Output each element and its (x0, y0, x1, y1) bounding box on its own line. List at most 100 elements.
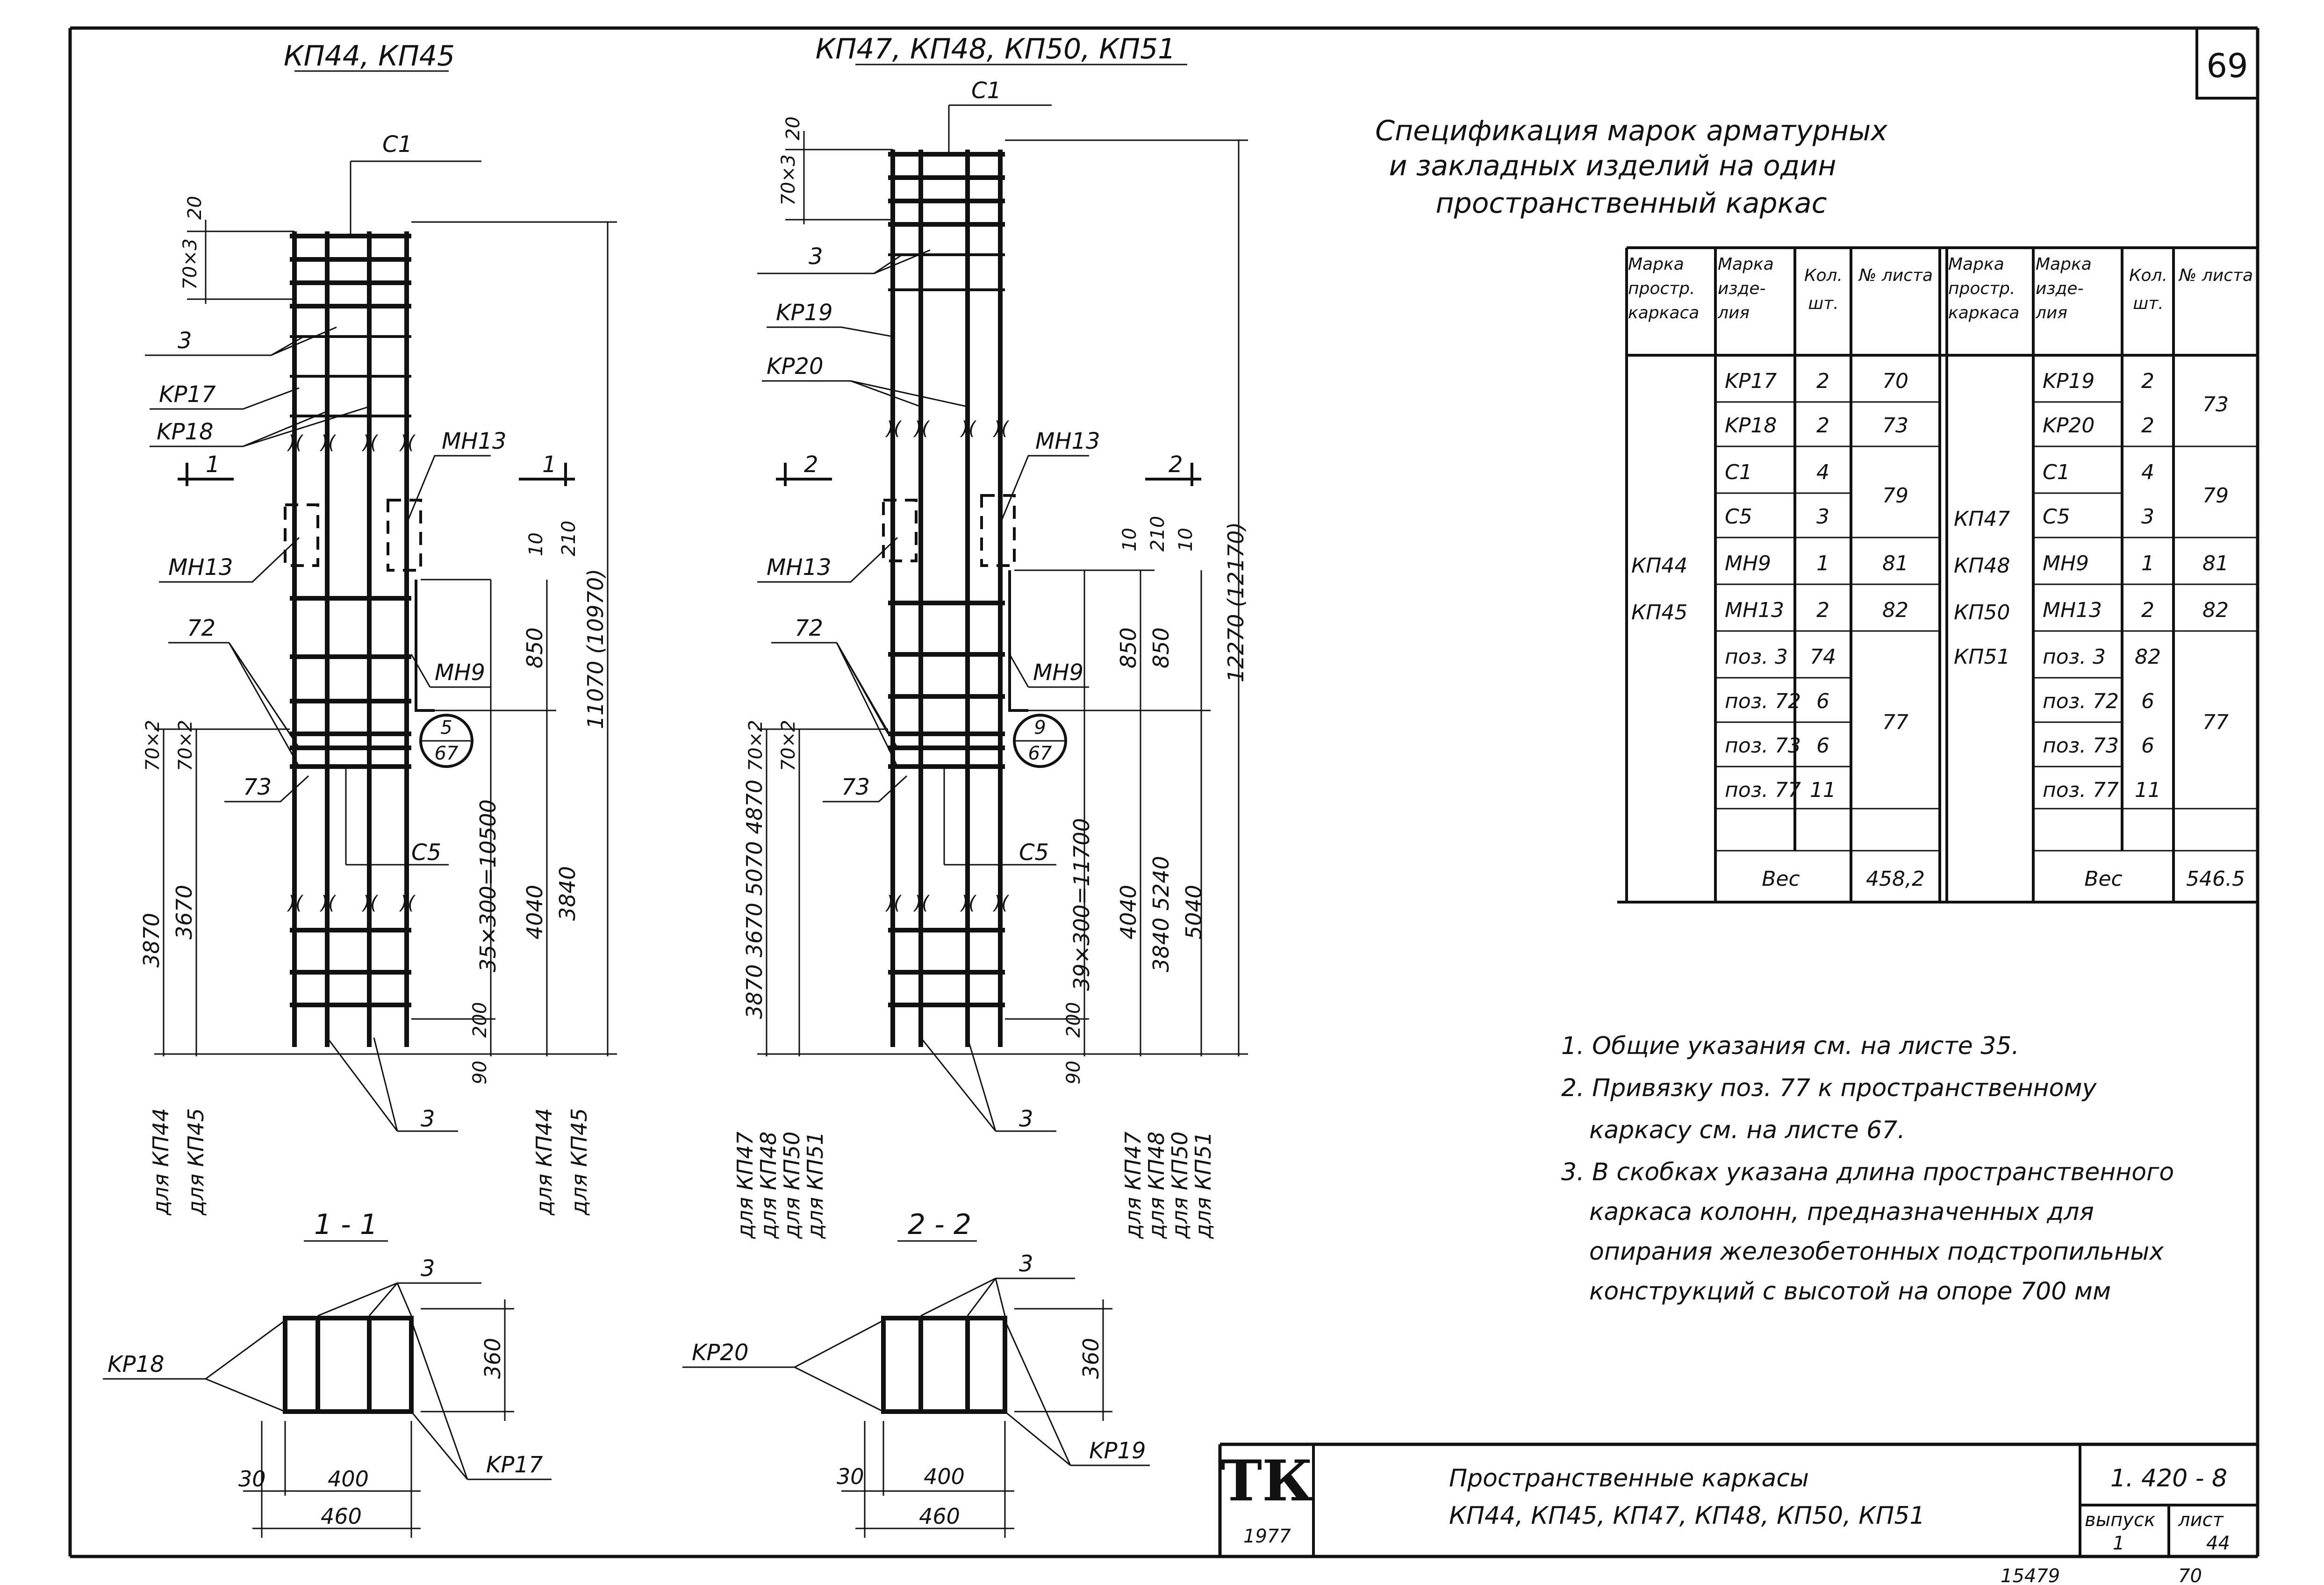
dim-4040-r: 4040 (1116, 885, 1141, 940)
dim-4040: 4040 (522, 885, 547, 940)
section-2-right: KP19 (1089, 1438, 1146, 1464)
label-kr19: KP19 (776, 300, 833, 326)
section-2-d460: 460 (919, 1504, 960, 1529)
label-c5-r: C5 (1019, 839, 1049, 866)
g1-row-3-item: C1 (1725, 460, 1752, 484)
label-c1: C1 (382, 131, 412, 158)
hdr-item-2: Марка изде- лия (2036, 255, 2092, 323)
g2-row-7-sheet: 77 (2202, 710, 2229, 734)
hdr-frame-2: Марка простр. каркаса (1948, 255, 2020, 323)
label-c5: C5 (411, 839, 441, 866)
dim-3670: 3670 (172, 885, 197, 940)
under-label-1: для КП44 (148, 1108, 173, 1216)
dim-850b-r: 850 (1148, 627, 1174, 668)
section-1-left: KP18 (108, 1351, 165, 1377)
label-mn13-right: MH13 (442, 428, 507, 454)
label-mn9-r: MH9 (1033, 660, 1083, 686)
dim-70x3: 70×3 (179, 238, 201, 290)
under-right-3: для КП50 (1167, 1132, 1192, 1239)
label-c1-r: C1 (971, 78, 1001, 104)
svg-text:)(: )( (913, 892, 930, 914)
g2-row-6-item: MH13 (2043, 598, 2102, 622)
svg-text:)(: )( (992, 892, 1010, 914)
hdr-sheet-2: № листа (2179, 266, 2253, 285)
cut-mark-right: 1 (542, 452, 557, 478)
spec-title-1: Спецификация марок арматурных (1375, 115, 1887, 147)
label-mn13-left: MH13 (168, 554, 233, 581)
g2-row-4-qty: 3 (2141, 505, 2154, 529)
under-left-2: для КП48 (756, 1132, 781, 1239)
dim-70x2-a: 70×2 (142, 720, 164, 771)
label-mn13-right-r: MH13 (1035, 428, 1100, 454)
g1-row-2-item: KP18 (1725, 414, 1777, 437)
under-right-4: для КП51 (1191, 1132, 1216, 1239)
svg-text:)(: )( (287, 432, 304, 453)
title-block: ТК 1977 Пространственные каркасы КП44, К… (1218, 1442, 2258, 1556)
g1-row-8-qty: 6 (1816, 689, 1829, 713)
g1-row-6-item: MH13 (1725, 598, 1784, 622)
dim-35x300: 35×300=10500 (475, 799, 501, 972)
under-right-1: для КП47 (1120, 1132, 1146, 1239)
dim-90: 90 (469, 1061, 491, 1084)
bottom-stamp: 15479 (2001, 1565, 2060, 1585)
g2-row-8-item: поз. 72 (2043, 689, 2119, 713)
title-line-2: КП44, КП45, КП47, КП48, КП50, КП51 (1449, 1502, 1925, 1530)
dim-200: 200 (469, 1002, 491, 1038)
callout-top: 5 (440, 717, 452, 739)
g2-row-3-qty: 4 (2141, 460, 2154, 484)
g1-row-1-sheet: 70 (1882, 369, 1908, 393)
dim-10a-r: 10 (1119, 528, 1140, 552)
g2-row-5-qty: 1 (2141, 552, 2154, 575)
section-2-d30: 30 (837, 1464, 864, 1489)
hdr-sheet: № листа (1858, 266, 1933, 285)
g2-row-10-item: поз. 77 (2043, 778, 2119, 802)
g1-frame-2: КП45 (1631, 601, 1687, 624)
g1-row-6-qty: 2 (1816, 598, 1829, 622)
g1-row-3-qty: 4 (1816, 460, 1829, 484)
g2-row-9-item: поз. 73 (2043, 734, 2119, 758)
g1-row-5-sheet: 81 (1882, 552, 1908, 575)
section-1-d400: 400 (328, 1466, 369, 1492)
section-1-right: KP17 (486, 1452, 543, 1478)
svg-text:)(: )( (319, 892, 337, 914)
dim-39x300: 39×300=11700 (1069, 818, 1094, 991)
g1-row-6-sheet: 82 (1882, 598, 1908, 622)
hdr-qty-2: Кол. шт. (2129, 266, 2168, 313)
section-1-d460: 460 (321, 1504, 362, 1529)
section-1-top: 3 (421, 1255, 435, 1282)
year: 1977 (1243, 1526, 1291, 1547)
section-2-2: 2 - 2 3 KP20 KP19 360 30 400 460 (682, 1208, 1150, 1538)
issue-label: выпуск (2085, 1509, 2155, 1531)
sheet-value: 44 (2206, 1533, 2230, 1554)
g1-frame-1: КП44 (1631, 554, 1687, 578)
dim-70x2-a-r: 70×2 (745, 720, 767, 771)
g2-row-2-item: KP20 (2043, 414, 2094, 437)
dim-left-stack-r: 3870 3670 5070 4870 (742, 780, 767, 1019)
g2-row-9-qty: 6 (2141, 734, 2154, 758)
note-2a: 2. Привязку поз. 77 к пространственному (1561, 1074, 2097, 1102)
dim-70x2-b-r: 70×2 (778, 720, 799, 771)
svg-text:)(: )( (992, 418, 1010, 439)
svg-text:)(: )( (885, 418, 902, 439)
note-3a: 3. В скобках указана длина пространствен… (1561, 1158, 2174, 1186)
svg-text:)(: )( (319, 432, 337, 453)
hdr-qty: Кол. шт. (1804, 266, 1843, 313)
dim-210: 210 (558, 521, 580, 556)
section-2-left: KP20 (692, 1340, 749, 1366)
g2-frame-4: КП51 (1954, 645, 2010, 669)
section-2-title: 2 - 2 (908, 1208, 971, 1241)
cut-mark-right-r: 2 (1169, 452, 1183, 478)
svg-text:)(: )( (913, 418, 930, 439)
section-1-d360: 360 (480, 1338, 505, 1379)
section-2-top: 3 (1019, 1251, 1033, 1277)
cut-mark-left-r: 2 (804, 452, 818, 478)
dim-210-r: 210 (1147, 516, 1169, 552)
g2-row-3-item: C1 (2043, 460, 2070, 484)
bottom-page: 70 (2178, 1565, 2202, 1585)
g1-weight-label: Вес (1762, 867, 1800, 891)
g1-row-5-qty: 1 (1816, 552, 1829, 575)
dim-90-r: 90 (1063, 1061, 1084, 1084)
g2-row-6-qty: 2 (2141, 598, 2154, 622)
g2-row-3-sheet: 79 (2202, 484, 2229, 508)
g1-row-5-item: MH9 (1725, 552, 1771, 575)
